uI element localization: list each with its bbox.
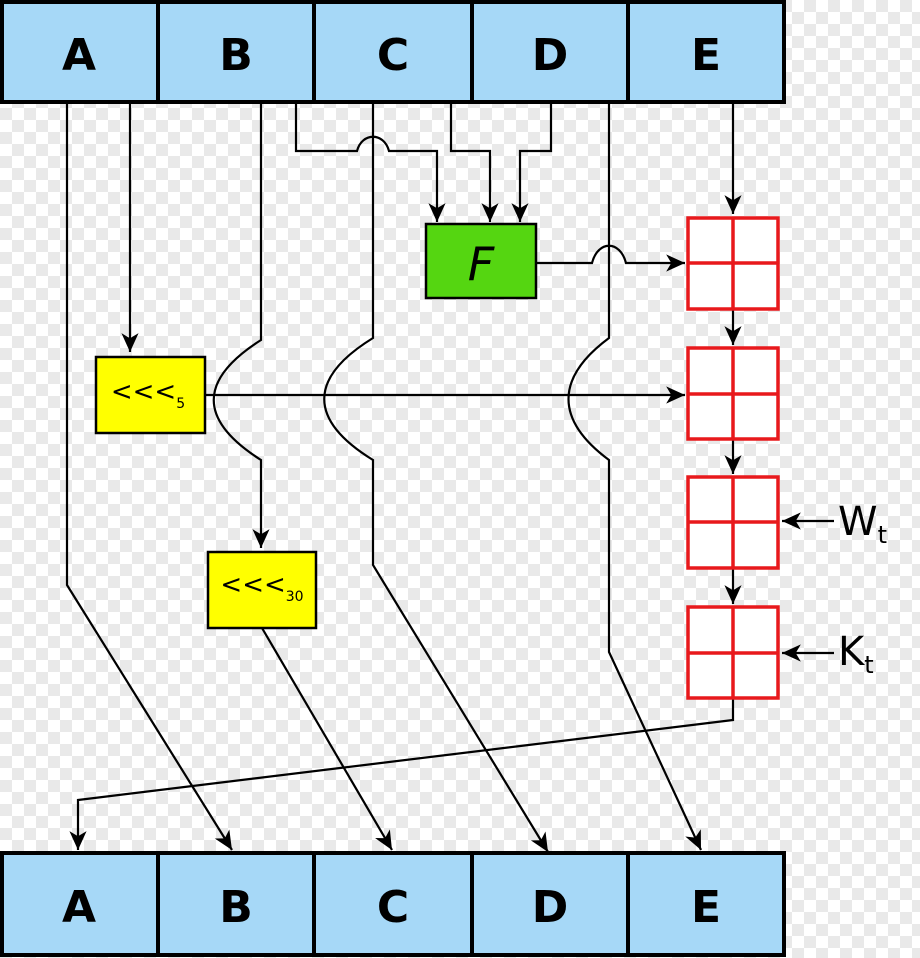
- rotate5-rect: [94, 355, 207, 435]
- rotate-left-30-box: <<<30: [206, 550, 318, 630]
- rotate30-rect: [206, 550, 318, 630]
- bottom-register-cell-b: [156, 851, 316, 957]
- bottom-register-label-c: C: [377, 882, 409, 933]
- adder-4: [686, 605, 780, 700]
- wires: [65, 102, 834, 853]
- wire-c-to-d: [323, 102, 549, 853]
- wire-a-to-b: [65, 102, 233, 851]
- bottom-register-cell-c: [312, 851, 474, 957]
- bottom-register-label-d: D: [532, 882, 569, 933]
- rotate5-symbol: <<<: [111, 377, 176, 407]
- rotate5-amount: 5: [176, 396, 185, 412]
- input-wt-subscript: t: [878, 521, 887, 549]
- wire-d-to-e: [567, 102, 702, 851]
- input-wt-letter: W: [838, 499, 878, 545]
- bottom-register-cell-e: [626, 851, 786, 957]
- top-register-label-b: B: [219, 30, 253, 81]
- wire-b-to-rotate30: [212, 102, 270, 548]
- top-register-cell-c: [312, 0, 474, 104]
- f-box-rect: [424, 222, 538, 300]
- f-box-label: F: [468, 237, 495, 291]
- top-register-cell-b: [156, 0, 316, 104]
- top-register-cell-e: [626, 0, 786, 104]
- rotate30-amount: 30: [286, 589, 304, 605]
- input-kt-label: Kt: [838, 629, 874, 679]
- bottom-register: A B C D E: [0, 851, 786, 957]
- bottom-register-label-b: B: [219, 882, 253, 933]
- bottom-register-cell-a: [0, 851, 160, 957]
- wire-d-to-f: [511, 102, 553, 222]
- bottom-register-label-e: E: [691, 882, 721, 933]
- top-register-label-d: D: [532, 30, 569, 81]
- top-register-label-c: C: [377, 30, 409, 81]
- wire-b-to-f: [294, 102, 446, 222]
- input-wt-label: Wt: [838, 499, 887, 549]
- top-register: A B C D E: [0, 0, 786, 104]
- adder-2: [686, 346, 780, 441]
- rotate-left-5-box: <<<5: [94, 355, 207, 435]
- input-kt-letter: K: [838, 629, 866, 675]
- wire-adder4-to-a: [69, 698, 735, 850]
- rotate5-label: <<<5: [111, 377, 185, 412]
- rotate30-symbol: <<<: [220, 570, 285, 600]
- top-register-cell-a: [0, 0, 160, 104]
- wire-f-to-adder1: [536, 244, 685, 272]
- top-register-label-a: A: [62, 30, 96, 81]
- bottom-register-cell-d: [470, 851, 630, 957]
- f-function-box: F: [424, 222, 538, 300]
- rotate30-label: <<<30: [220, 570, 303, 605]
- input-kt-subscript: t: [864, 651, 873, 679]
- wire-rotate30-to-c: [261, 627, 393, 851]
- wire-c-to-f: [449, 102, 499, 222]
- top-register-label-e: E: [691, 30, 721, 81]
- adder-3: [686, 475, 780, 570]
- bottom-register-label-a: A: [62, 882, 96, 933]
- adder-1: [686, 216, 780, 311]
